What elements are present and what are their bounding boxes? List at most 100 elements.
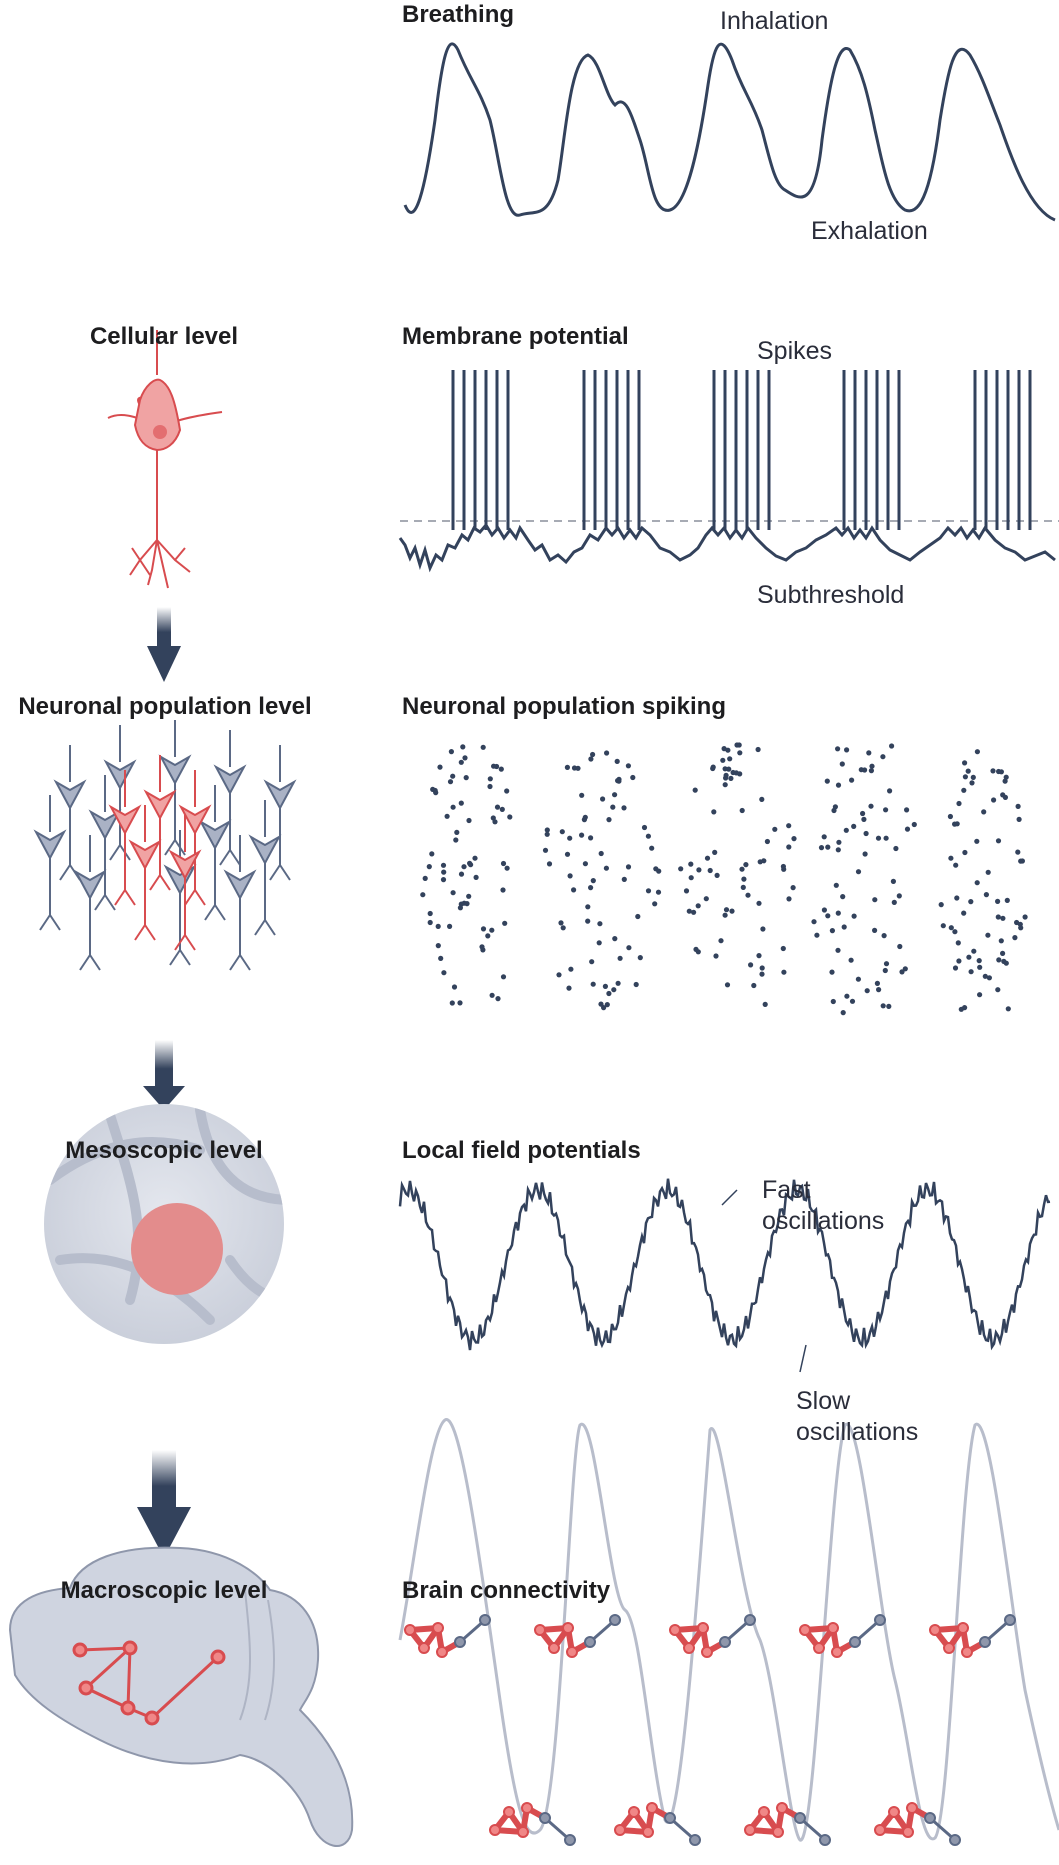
spike-dot — [849, 998, 856, 1004]
spike-dot — [824, 778, 830, 784]
spike-dot — [1016, 816, 1022, 823]
spike-dot — [740, 884, 746, 891]
spike-dot — [759, 796, 765, 803]
spike-dot — [722, 782, 728, 788]
spike-dot — [440, 877, 447, 883]
spike-dot — [876, 987, 882, 993]
spike-dot — [995, 838, 1002, 844]
spike-dot — [962, 1005, 968, 1011]
spike-dot — [861, 816, 867, 823]
neuron-process — [149, 755, 171, 891]
spike-dot — [995, 987, 1001, 993]
spike-dot — [952, 965, 959, 971]
spike-dot — [711, 809, 717, 815]
spike-dot — [829, 969, 835, 975]
spike-dot — [966, 954, 972, 960]
spike-dot — [453, 837, 459, 843]
spike-dot — [904, 807, 910, 813]
mouse-brain-icon — [8, 1546, 354, 1847]
spike-dot — [683, 888, 690, 894]
spike-dot — [991, 797, 997, 803]
panel-title-population-spiking: Neuronal population spiking — [402, 693, 726, 720]
spike-dot — [596, 940, 602, 946]
spike-dot — [835, 847, 841, 853]
spike-dot — [630, 774, 636, 781]
spike-dot — [504, 788, 510, 794]
spike-dot — [590, 981, 596, 987]
spike-dot — [811, 919, 817, 925]
spike-dot — [762, 1001, 768, 1008]
network-node — [642, 1826, 654, 1838]
spike-dot — [723, 907, 730, 913]
spike-dot — [835, 910, 841, 916]
spike-dot — [790, 885, 796, 891]
network-node — [979, 1636, 991, 1648]
spike-dot — [466, 893, 472, 899]
spike-dot — [977, 964, 983, 970]
pyramidal-neuron — [53, 779, 87, 811]
network-icon — [614, 1802, 701, 1846]
level-heading-cellular: Cellular level — [89, 323, 239, 350]
breathing-trace — [403, 42, 1056, 222]
spike-dot — [500, 887, 506, 893]
spike-dot — [990, 768, 996, 774]
neuron-process — [174, 815, 196, 951]
spike-dot — [575, 765, 581, 771]
spike-dot — [968, 969, 974, 975]
spike-dot — [691, 909, 697, 915]
spike-dot — [781, 969, 787, 975]
spike-dot — [692, 787, 698, 793]
network-node — [404, 1624, 416, 1636]
network-node — [566, 1646, 578, 1658]
network-node — [539, 1812, 551, 1824]
network-icon — [929, 1614, 1016, 1658]
spike-dot — [502, 920, 508, 926]
spike-dot — [498, 766, 504, 772]
spike-dot — [840, 894, 846, 900]
spike-dot — [864, 988, 870, 994]
spike-dot — [464, 901, 470, 907]
network-node — [949, 1834, 961, 1846]
network-node — [906, 1802, 918, 1814]
membrane-potential-trace — [398, 522, 1056, 573]
spike-dot — [962, 849, 968, 856]
network-node — [799, 1624, 811, 1636]
spike-dot — [897, 943, 903, 950]
spike-dot — [971, 948, 977, 954]
spike-dot — [998, 769, 1005, 775]
spike-dot — [1004, 897, 1010, 904]
network-node — [454, 1636, 466, 1648]
spike-dot — [948, 855, 954, 861]
spike-dot — [606, 817, 612, 823]
network-node — [521, 1802, 533, 1814]
pyramidal-neuron — [143, 789, 177, 821]
spike-dot — [656, 868, 662, 874]
spike-dot — [868, 803, 874, 809]
spike-dot — [714, 872, 720, 879]
spike-dot — [729, 908, 735, 914]
spike-dot — [487, 776, 493, 782]
neuron-process — [109, 725, 131, 861]
network-node — [874, 1614, 886, 1626]
spike-dot — [883, 835, 889, 841]
spike-dot — [825, 844, 831, 850]
network-node — [503, 1806, 515, 1818]
spike-dot — [1003, 774, 1009, 780]
annotation-slow-line2: oscillations — [796, 1418, 919, 1446]
spike-dot — [703, 896, 709, 902]
spike-dot — [961, 910, 967, 916]
network-node — [929, 1624, 941, 1636]
spike-dot — [855, 869, 862, 875]
network-node — [562, 1622, 574, 1634]
spike-dot — [734, 742, 740, 748]
network-node — [646, 1802, 658, 1814]
spike-dot — [1000, 915, 1006, 921]
spike-dot — [911, 821, 917, 828]
spike-dot — [839, 761, 845, 767]
spike-dot — [985, 869, 991, 875]
spike-dot — [600, 796, 606, 802]
annotation-spikes: Spikes — [757, 337, 833, 365]
spike-dot — [704, 855, 711, 861]
spike-dot — [564, 764, 571, 771]
network-node — [548, 1642, 560, 1654]
